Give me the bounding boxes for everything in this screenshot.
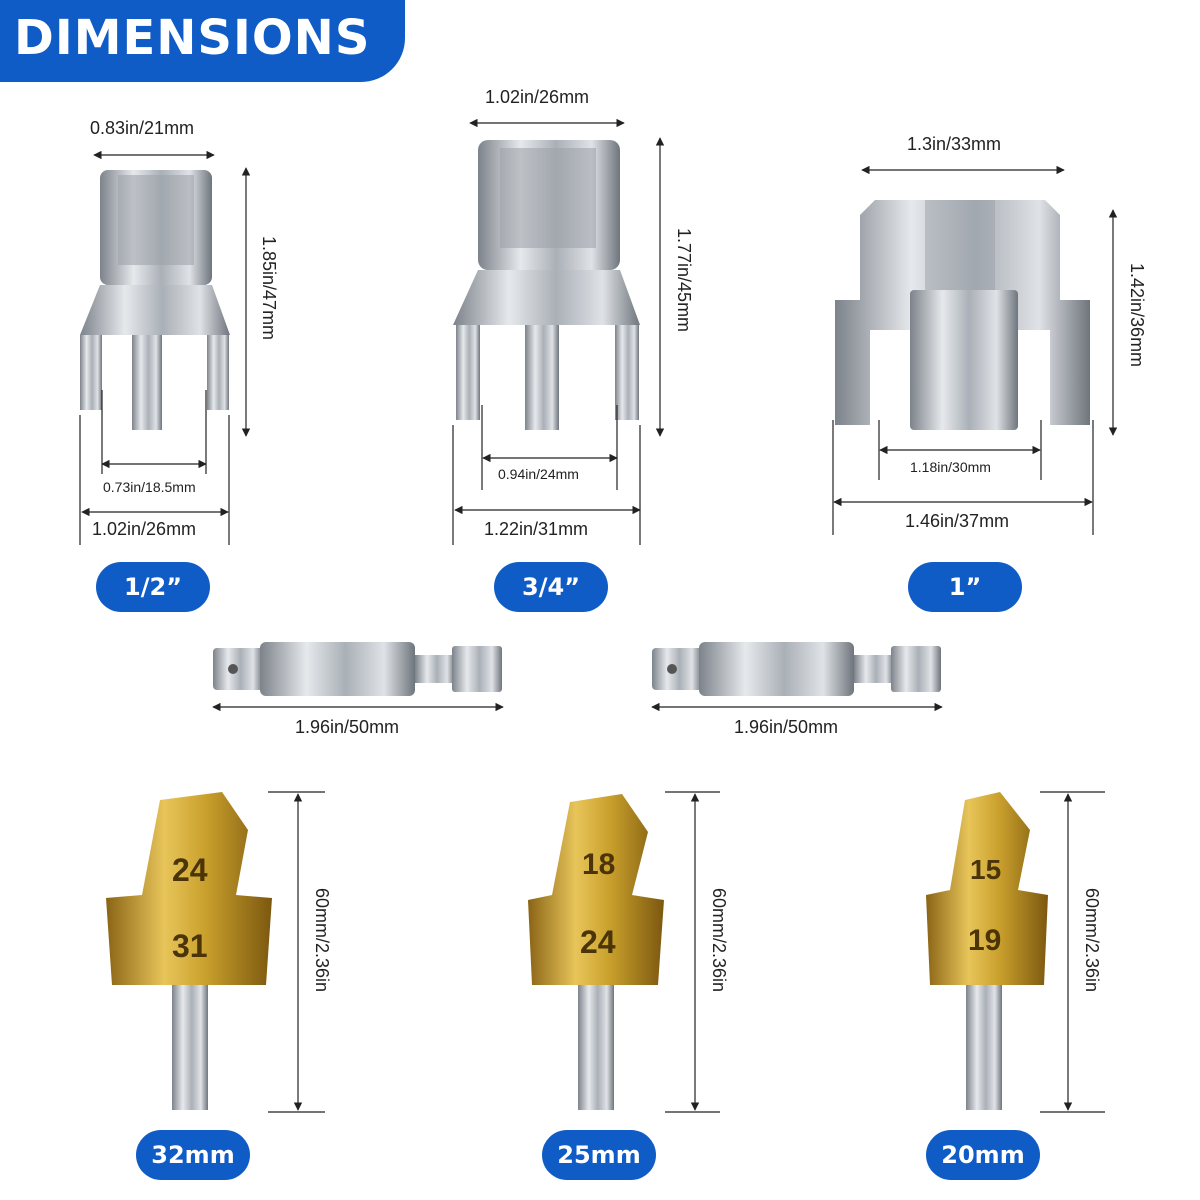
size-badge-one-inch: 1”: [908, 562, 1022, 612]
adapter-three-quarter-height: 1.77in/45mm: [674, 228, 694, 333]
adapter-one-outer-width: 1.46in/37mm: [905, 511, 1010, 531]
bit-32-lower-mark: 31: [172, 928, 208, 964]
adapter-one-top-width: 1.3in/33mm: [907, 134, 1002, 154]
adapter-three-quarter-outer-width: 1.22in/31mm: [484, 519, 589, 539]
extension-bar-1: [213, 642, 502, 696]
size-badge-25mm: 25mm: [542, 1130, 656, 1180]
bit-25-lower-mark: 24: [580, 924, 616, 960]
bit-20-upper-mark: 15: [970, 854, 1002, 885]
title-banner: DIMENSIONS: [0, 0, 405, 82]
banner-title: DIMENSIONS: [14, 10, 371, 66]
adapter-three-quarter-inner-width: 0.94in/24mm: [498, 466, 579, 482]
size-badge-32mm: 32mm: [136, 1130, 250, 1180]
bit-20-lower-mark: 19: [968, 924, 1002, 957]
bit-20-height: 60mm/2.36in: [1082, 888, 1102, 993]
drill-bit-32mm: [106, 792, 272, 1110]
adapter-half-inch: [80, 170, 230, 430]
adapter-half-height: 1.85in/47mm: [259, 236, 279, 341]
drill-bit-20mm: [926, 792, 1048, 1110]
bit-25-upper-mark: 18: [582, 848, 616, 881]
bit-32-height: 60mm/2.36in: [312, 888, 332, 993]
adapter-half-top-width: 0.83in/21mm: [90, 118, 195, 138]
size-badge-20mm: 20mm: [926, 1130, 1040, 1180]
size-badge-half-inch: 1/2”: [96, 562, 210, 612]
extension-2-length: 1.96in/50mm: [734, 717, 839, 737]
dimension-lines: [79, 118, 1118, 1113]
size-badge-three-quarter-inch: 3/4”: [494, 562, 608, 612]
bit-25-height: 60mm/2.36in: [709, 888, 729, 993]
adapter-one-inch: [835, 200, 1090, 430]
adapter-one-inner-width: 1.18in/30mm: [910, 459, 991, 475]
adapter-three-quarter-top-width: 1.02in/26mm: [485, 87, 590, 107]
adapter-three-quarter-inch: [453, 140, 640, 430]
extension-bar-2: [652, 642, 941, 696]
drill-bit-25mm: [528, 794, 664, 1110]
adapter-half-outer-width: 1.02in/26mm: [92, 519, 197, 539]
adapter-half-inner-width: 0.73in/18.5mm: [103, 479, 196, 495]
extension-1-length: 1.96in/50mm: [295, 717, 400, 737]
bit-32-upper-mark: 24: [172, 852, 208, 888]
adapter-one-height: 1.42in/36mm: [1127, 263, 1147, 368]
